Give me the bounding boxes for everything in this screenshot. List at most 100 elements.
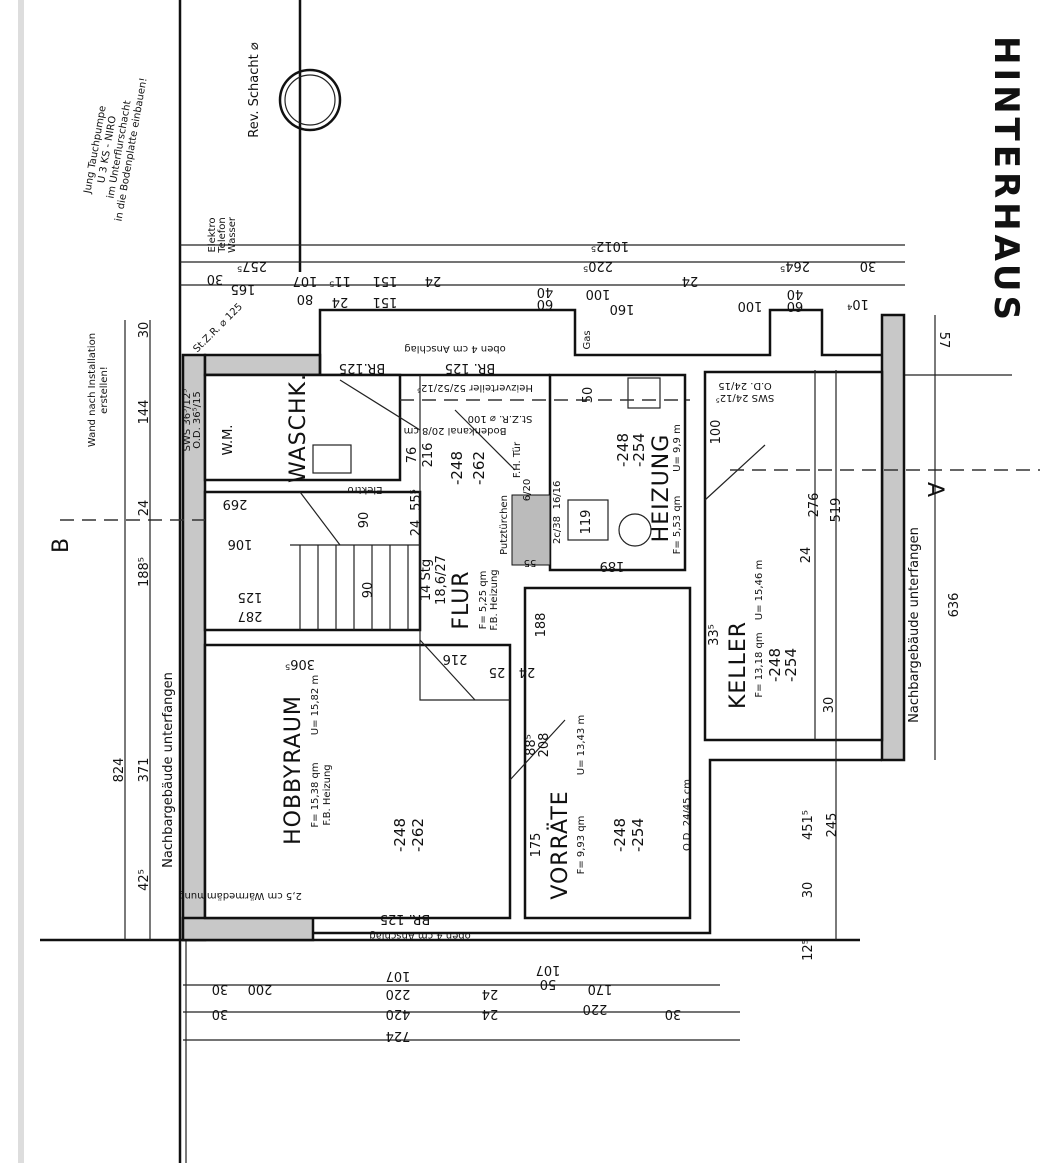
wall-top <box>203 353 322 377</box>
dim-label: 30 <box>207 271 224 286</box>
note-unterfangen-right: Nachbargebäude unterfangen <box>907 527 922 723</box>
dim-label: 24 <box>519 664 536 679</box>
wall-bottom <box>181 916 315 942</box>
dim-label: 12⁵ <box>801 939 816 961</box>
boiler-label: 119 <box>579 510 594 535</box>
opening-anschlag-top: oben 4 cm Anschlag <box>404 343 506 354</box>
dim-label: 100 <box>738 298 763 313</box>
dim-label: 188 <box>534 613 549 638</box>
room-flur-heating: F.B. Heizung <box>489 569 500 630</box>
room-vorraete-level: -248 <box>611 818 629 852</box>
stairs <box>203 490 422 632</box>
note-wand: erstellen! <box>99 366 110 414</box>
room-keller-level: -248 <box>766 648 784 682</box>
dim-label: 220 <box>583 1001 608 1016</box>
chimney <box>511 494 551 566</box>
note-bodenkanal: Bodenkanal 20/8 cm <box>404 425 507 436</box>
dim-label: 24 <box>425 273 442 288</box>
note-sws-keller: SWS 24/12⁵ <box>716 392 775 403</box>
room-keller-area: F= 13,18 qm <box>754 632 765 697</box>
dim-label: 30 <box>801 882 816 899</box>
dim-label: 220⁵ <box>583 258 613 273</box>
dim-label: 57 <box>936 332 951 349</box>
door-height: 208 <box>537 733 552 758</box>
dim-label: 420 <box>386 1006 411 1021</box>
room-hobbyraum-level: -248 <box>391 818 409 852</box>
stairs-steps: 14 Stg <box>419 559 434 601</box>
dim-label: 76 <box>405 447 420 464</box>
dimensions-inner: 269 106 125 287 90 90 306⁵ 216 25 24 188… <box>223 387 724 858</box>
room-name-heizung: HEIZUNG <box>649 434 674 543</box>
opening-br-top-left: BR.125 <box>339 360 385 375</box>
dim-label: 30 <box>822 697 837 714</box>
dim-label: 24 <box>409 520 424 537</box>
room-name-vorraete: VORRÄTE <box>547 790 573 899</box>
room-waschk <box>203 373 402 482</box>
room-heizung <box>548 373 687 572</box>
note-sws-left: SWS 36⁵/12⁵ <box>182 389 193 452</box>
dim-label: 24 <box>332 294 349 309</box>
note-utilities: Telefon <box>217 217 228 253</box>
note-od-vorraete: O.D. 24/45 cm <box>682 779 693 851</box>
note-putztuerchen: Putztürchen <box>499 495 510 555</box>
dim-label: 264⁵ <box>780 258 810 273</box>
dim-label: 724 <box>386 1028 411 1043</box>
dim-label: 216 <box>443 651 468 666</box>
dim-label: 106 <box>228 536 253 551</box>
dim-label: 165 <box>231 281 256 296</box>
dim-label: 100 <box>586 286 611 301</box>
dimensions-bottom: 30 200 220 107 24 50 107 170 30 420 24 2… <box>212 962 682 1043</box>
dim-label: 107 <box>536 962 561 977</box>
dimensions-top: 1012⁵ 257⁵ 220⁵ 264⁵ 30 165 107 151 24 8… <box>207 238 877 316</box>
stairs-ratio: 18,6/27 <box>434 555 449 605</box>
dim-label: 245 <box>825 813 840 838</box>
sink-icon <box>627 377 661 409</box>
room-keller-level: -254 <box>782 648 800 682</box>
dim-label: 11⁵ <box>329 273 351 288</box>
dim-label: 90 <box>357 512 372 529</box>
dim-label: 24 <box>482 986 499 1001</box>
dim-label: 24 <box>482 1006 499 1021</box>
dim-label: 636 <box>947 593 962 618</box>
dim-label: 151 <box>373 294 398 309</box>
washbasin-icon <box>312 444 352 474</box>
dim-label: 144 <box>137 400 152 425</box>
scan-edge <box>18 0 24 1163</box>
dim-label: 33⁵ <box>707 624 722 646</box>
room-keller-perimeter: U= 15,46 m <box>754 560 765 620</box>
dim-label: 10⁴ <box>847 296 869 311</box>
opening-anschlag-bottom: oben 4 cm Anschlag <box>369 930 471 941</box>
section-marker-a: A <box>922 482 947 498</box>
room-name-keller: KELLER <box>726 621 751 709</box>
dimension-lines <box>124 244 936 1041</box>
dim-label: 287 <box>238 608 263 623</box>
room-hobbyraum-heating: F.B. Heizung <box>322 764 333 825</box>
wall-top-outline <box>318 308 882 375</box>
door-width: 88⁵ <box>524 734 539 756</box>
dim-label: 60 <box>787 298 804 313</box>
dim-label: 40 <box>537 284 554 299</box>
dim-label: 276 <box>807 493 822 518</box>
room-hobbyraum <box>203 643 512 920</box>
room-flur-level: -262 <box>470 451 488 485</box>
room-flur-level: -248 <box>448 451 466 485</box>
note-heizverteiler: Heizverteiler 52/52/12⁵ <box>417 382 533 393</box>
dim-label: 519 <box>829 498 844 523</box>
note-utilities: Wasser <box>227 216 238 253</box>
dim-label: 2c/38 <box>552 516 563 544</box>
room-vorraete-level: -254 <box>629 818 647 852</box>
note-rev-schacht: Rev. Schacht ⌀ <box>247 42 262 138</box>
dim-label: 30 <box>860 258 877 273</box>
note-waermedaemmung: 2,5 cm Wärmedämmung <box>178 890 302 901</box>
room-name-flur: FLUR <box>449 570 474 629</box>
note-od-left: O.D. 36⁵/15 <box>192 391 203 449</box>
door-swings <box>339 379 766 781</box>
dim-label: 30 <box>665 1006 682 1021</box>
dim-label: 1012⁵ <box>591 238 629 253</box>
dim-label: 125 <box>238 589 263 604</box>
dim-label: 24 <box>682 273 699 288</box>
dim-label: 25 <box>489 664 506 679</box>
room-vorraete-area: F= 9,93 qm <box>576 816 587 875</box>
wall-line <box>419 375 510 701</box>
